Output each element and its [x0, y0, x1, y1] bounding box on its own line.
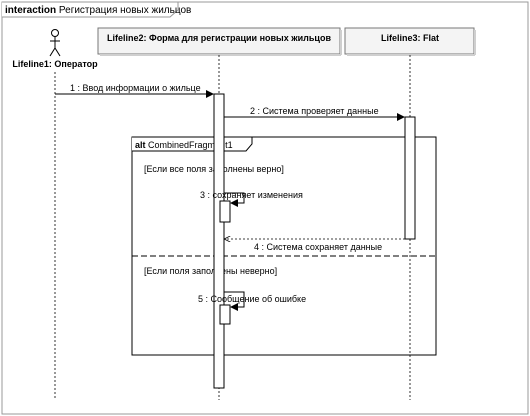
message-label: 1 : Ввод информации о жильце	[70, 83, 201, 93]
message-5[interactable]: 5 : Сообщение об ошибке	[198, 291, 306, 311]
lifeline-title: Lifeline1: Оператор	[12, 59, 98, 69]
activation-bar	[219, 304, 231, 325]
lifeline-title: Lifeline2: Форма для регистрации новых ж…	[107, 33, 331, 43]
message-3[interactable]: 3 : сохраняет изменения	[200, 190, 303, 207]
actor-icon	[49, 29, 61, 57]
message-label: 4 : Система сохраняет данные	[254, 242, 382, 252]
lifeline-operator[interactable]: Lifeline1: Оператор	[12, 29, 98, 401]
fragment-name: CombinedFragment1	[148, 140, 233, 150]
lifeline-head	[97, 27, 341, 55]
message-2[interactable]: 2 : Система проверяет данные	[224, 106, 405, 121]
message-4[interactable]: 4 : Система сохраняет данные	[225, 239, 405, 252]
message-label: 2 : Система проверяет данные	[250, 106, 379, 116]
activation-bar	[219, 200, 231, 223]
message-label: 3 : сохраняет изменения	[200, 190, 303, 200]
guard-condition: [Если поля заполнены неверно]	[144, 266, 277, 276]
fragment-keyword: alt	[135, 140, 146, 150]
lifeline-title: Lifeline3: Flat	[381, 33, 439, 43]
message-label: 5 : Сообщение об ошибке	[198, 294, 306, 304]
svg-text:interaction Регистрация: interaction Регистрация новых жильцов	[5, 5, 191, 16]
activation-bar	[404, 116, 416, 240]
message-1[interactable]: 1 : Ввод информации о жильце	[55, 83, 214, 98]
activation-bar	[213, 93, 225, 389]
lifeline-head	[344, 27, 475, 55]
interaction-keyword: interaction	[5, 5, 56, 16]
interaction-name: Регистрация новых жильцов	[59, 5, 191, 16]
svg-text:alt CombinedFragment1: alt CombinedFragment1	[135, 140, 233, 150]
